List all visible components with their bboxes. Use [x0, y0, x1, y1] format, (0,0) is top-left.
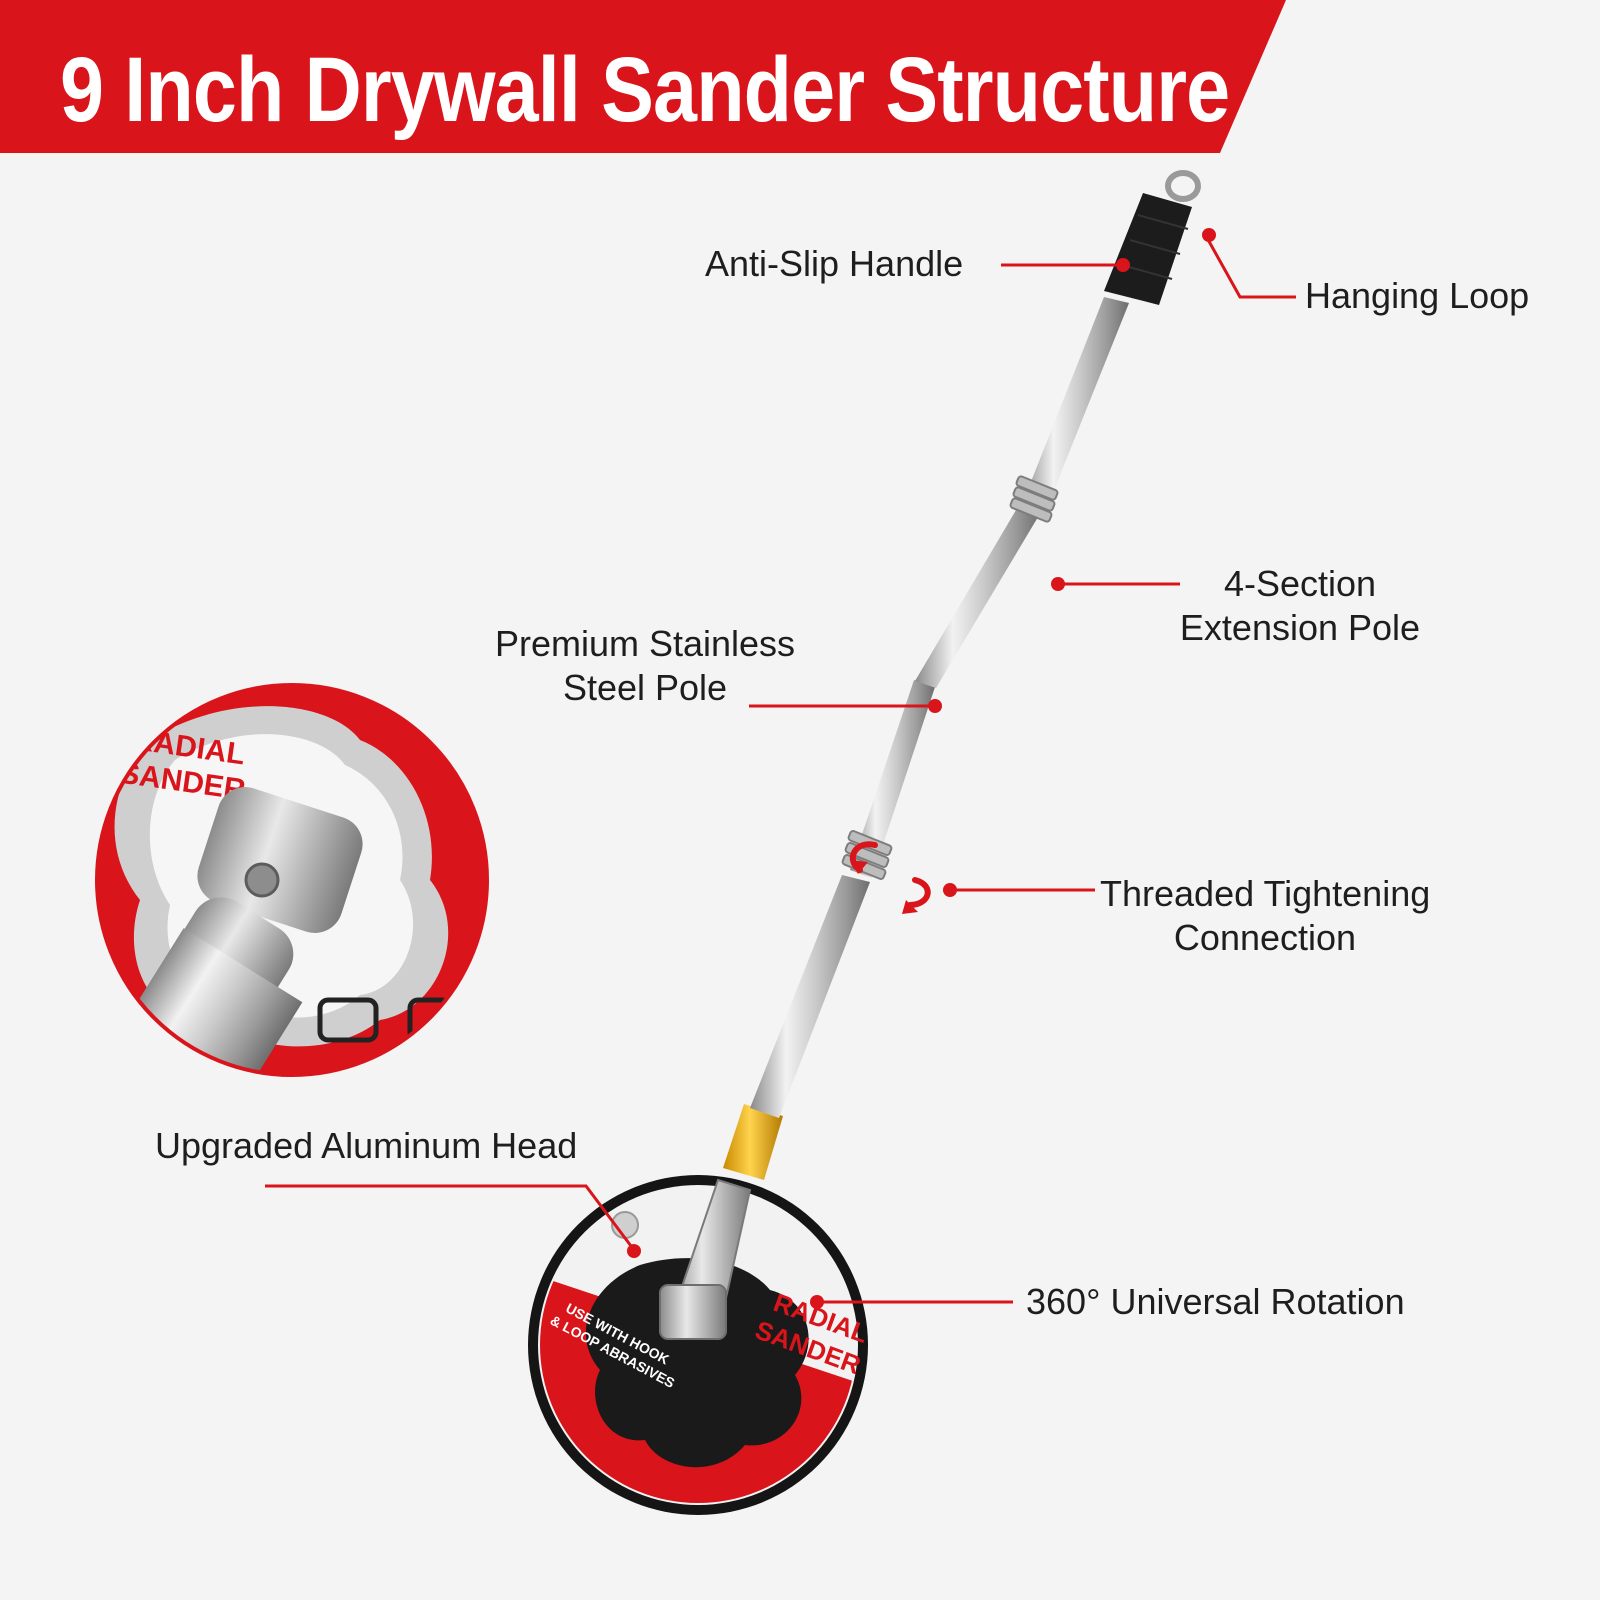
sanding-pad: RADIAL SANDER USE WITH HOOK & LOOP ABRAS…	[528, 1175, 872, 1515]
label-threaded-line2: Connection	[1173, 917, 1357, 958]
pole-segment-4	[750, 875, 870, 1118]
label-rotation: 360° Universal Rotation	[1026, 1281, 1405, 1322]
marker-aluminum-head	[627, 1244, 641, 1258]
pole-segment-2	[915, 505, 1041, 688]
title-banner	[0, 0, 1286, 153]
label-extension-pole-line1: 4-Section	[1223, 563, 1377, 604]
pole-segment-3	[850, 680, 935, 878]
label-threaded-line1: Threaded Tightening	[1100, 873, 1431, 914]
label-extension-pole: 4-Section Extension Pole	[1165, 562, 1435, 650]
yellow-collar	[723, 1104, 783, 1180]
label-threaded-connection: Threaded Tightening Connection	[1100, 872, 1430, 960]
label-anti-slip-handle: Anti-Slip Handle	[705, 243, 964, 284]
head-joint-block	[659, 1284, 727, 1340]
head-detail-inset: RADIAL SANDER	[97, 685, 487, 1075]
leader-hanging-loop	[1204, 235, 1296, 299]
label-extension-pole-line2: Extension Pole	[1179, 607, 1421, 648]
label-steel-pole-line2: Steel Pole	[562, 667, 728, 708]
upper-threaded-joint	[1009, 475, 1059, 523]
marker-anti-slip-handle	[1116, 258, 1130, 272]
pole-segment-1	[1021, 297, 1129, 515]
label-steel-pole: Premium Stainless Steel Pole	[485, 622, 805, 710]
page-title: 9 Inch Drywall Sander Structure	[60, 39, 1230, 141]
label-aluminum-head: Upgraded Aluminum Head	[155, 1125, 578, 1166]
label-steel-pole-line1: Premium Stainless	[494, 623, 796, 664]
marker-rotation	[810, 1295, 824, 1309]
anti-slip-handle-grip	[1104, 193, 1192, 305]
label-hanging-loop: Hanging Loop	[1305, 275, 1530, 316]
leader-aluminum-head	[265, 1184, 636, 1251]
hanging-loop-ring	[1165, 170, 1201, 202]
marker-extension-pole	[1051, 577, 1065, 591]
marker-steel-pole	[928, 699, 942, 713]
marker-hanging-loop	[1202, 228, 1216, 242]
marker-threaded-connection	[943, 883, 957, 897]
